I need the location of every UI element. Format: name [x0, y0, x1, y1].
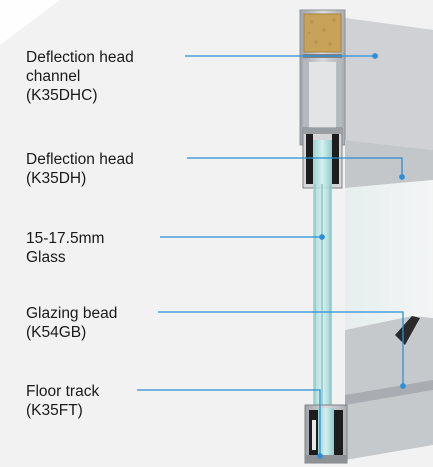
- callout-deflection-head-channel: Deflection head channel (K35DHC): [26, 49, 134, 104]
- callout-glass: 15-17.5mm Glass: [26, 230, 105, 266]
- leader-dot-glazing-bead: [400, 383, 406, 389]
- leader-dot-glass: [319, 234, 325, 240]
- leader-line-floor-track: [137, 389, 321, 456]
- callout-floor-track: Floor track (K35FT): [26, 383, 100, 419]
- callout-deflection-head: Deflection head (K35DH): [26, 151, 134, 187]
- leader-line-deflection-head: [187, 157, 403, 177]
- callout-glazing-bead: Glazing bead (K54GB): [26, 305, 118, 341]
- leader-dot-floor-track: [317, 453, 323, 459]
- floor-track-part: [304, 316, 433, 464]
- leader-lines: [137, 53, 406, 459]
- leader-dot-deflection-head-channel: [372, 53, 378, 59]
- leader-dot-deflection-head: [399, 174, 405, 180]
- leader-line-glazing-bead: [158, 311, 404, 386]
- deflection-head-channel-part: [299, 9, 433, 150]
